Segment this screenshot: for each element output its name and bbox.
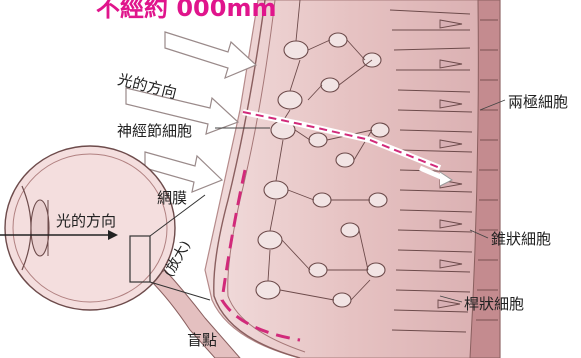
label-bipolar-cell: 兩極細胞 [508,95,568,110]
label-ganglion-cell: 神經節細胞 [117,124,192,139]
label-retina: 網膜 [157,191,187,206]
heading-text: 不經約 000mm [96,0,276,23]
label-rod-cell: 桿狀細胞 [464,297,524,312]
label-blind-spot: 盲點 [187,333,217,348]
label-cone-cell: 錐狀細胞 [491,232,551,247]
label-light-direction-eye: 光的方向 [56,214,116,229]
